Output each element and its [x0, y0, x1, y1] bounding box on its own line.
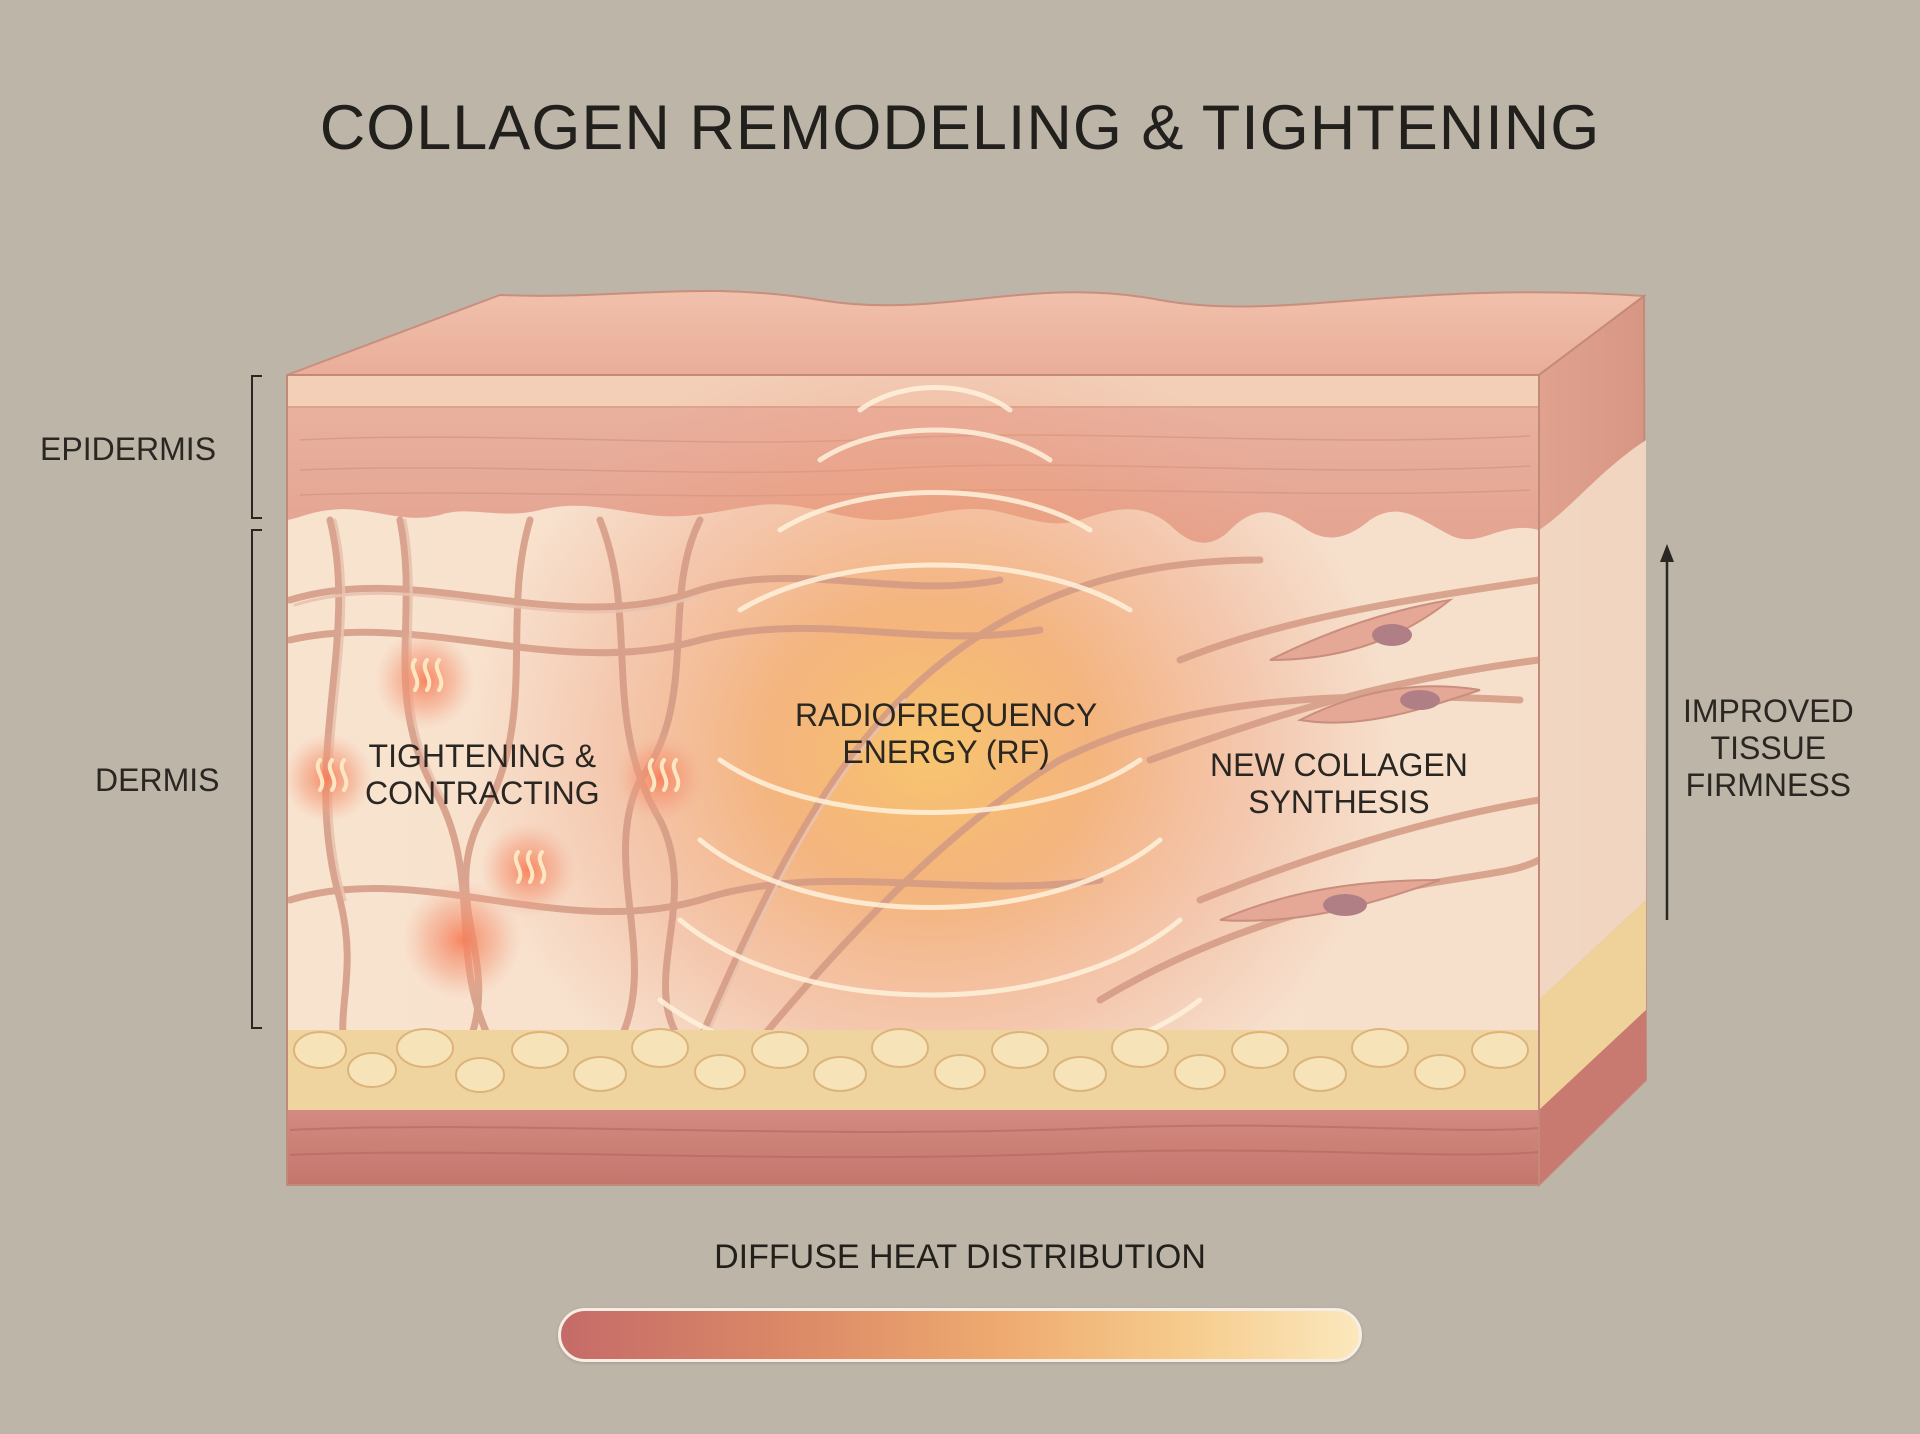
- label-epidermis: EPIDERMIS: [40, 431, 217, 467]
- fibroblast-cells: [1219, 598, 1481, 922]
- fat-cells: [293, 1028, 1529, 1093]
- label-improved-tissue-firmness: IMPROVED TISSUE FIRMNESS: [1683, 693, 1854, 803]
- heat-distribution-caption: DIFFUSE HEAT DISTRIBUTION: [714, 1238, 1206, 1276]
- label-tightening-contracting: TIGHTENING & CONTRACTING: [365, 738, 600, 811]
- dermis-bracket: [251, 529, 262, 1029]
- diagram-title: COLLAGEN REMODELING & TIGHTENING: [319, 93, 1601, 163]
- label-new-collagen-synthesis: NEW COLLAGEN SYNTHESIS: [1210, 747, 1468, 820]
- firmness-arrow: [1660, 544, 1674, 920]
- rf-energy-glow: [460, 375, 1400, 1170]
- heat-gradient-bar: [558, 1308, 1362, 1362]
- epidermis-bracket: [251, 375, 262, 519]
- muscle-layer: [287, 1110, 1539, 1185]
- label-rf-energy: RADIOFREQUENCY ENERGY (RF): [795, 697, 1098, 770]
- heat-wave-icons: [315, 658, 681, 884]
- heat-hot-spots: [287, 630, 705, 1000]
- skin-top-surface: [286, 289, 1647, 376]
- label-dermis: DERMIS: [95, 762, 220, 798]
